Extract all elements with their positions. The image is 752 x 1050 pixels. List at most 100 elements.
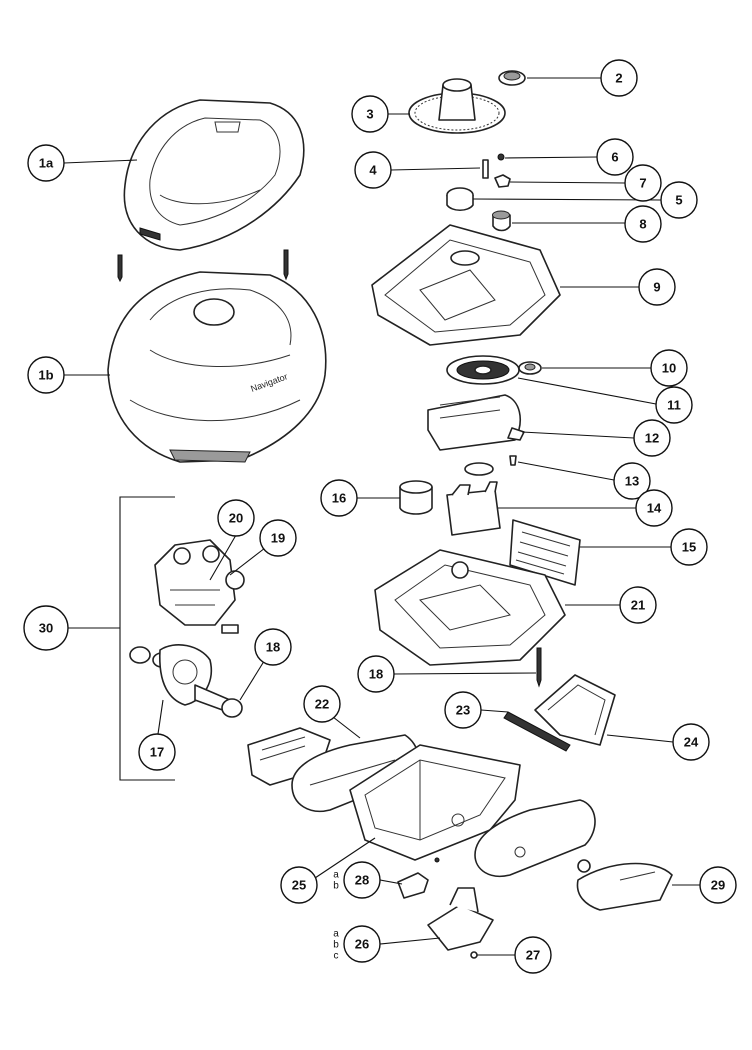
drive-gear-part xyxy=(408,78,506,134)
callout-19: 19 xyxy=(259,519,297,557)
top-cover-part xyxy=(123,99,305,251)
callout-18-lower-label: 18 xyxy=(369,667,383,682)
callout-7-label: 7 xyxy=(639,176,646,191)
callout-22-label: 22 xyxy=(315,697,329,712)
motor-mount-part xyxy=(446,481,501,536)
callout-26: 26 xyxy=(343,925,381,963)
callout-14-label: 14 xyxy=(647,501,662,516)
nut-part xyxy=(494,174,511,188)
callout-19-label: 19 xyxy=(271,531,285,546)
small-screw-27-part xyxy=(470,951,478,959)
callout-23: 23 xyxy=(444,691,482,729)
callout-3: 3 xyxy=(351,95,389,133)
callout-4: 4 xyxy=(354,151,392,189)
callout-18-upper-label: 18 xyxy=(266,640,280,655)
callout-23-label: 23 xyxy=(456,703,470,718)
callout-27: 27 xyxy=(514,936,552,974)
callout-2-label: 2 xyxy=(615,71,622,86)
assembly-30-bracket xyxy=(68,496,175,781)
cover-screw-left xyxy=(117,254,123,283)
callout-5-label: 5 xyxy=(675,193,682,208)
callout-17: 17 xyxy=(138,733,176,771)
leader-lines xyxy=(63,77,700,956)
screw-13-part xyxy=(509,455,517,466)
side-pod-right-part xyxy=(576,859,673,911)
callout-13-label: 13 xyxy=(625,474,639,489)
callout-20: 20 xyxy=(217,499,255,537)
variant-26-a: a xyxy=(333,929,339,940)
callout-6-label: 6 xyxy=(611,150,618,165)
gear-box-cover-part xyxy=(371,224,561,346)
axle-pin-part xyxy=(503,711,571,752)
side-panel-right-part xyxy=(474,799,596,877)
filter-screen-part xyxy=(509,519,581,586)
callout-30-label: 30 xyxy=(39,621,53,636)
callout-1a: 1a xyxy=(27,144,65,182)
callout-7: 7 xyxy=(624,164,662,202)
callout-28-label: 28 xyxy=(355,873,369,888)
gasket-dot-part xyxy=(434,857,440,863)
main-body-part: Navigator xyxy=(107,271,327,463)
variant-26-c: c xyxy=(334,951,339,962)
callout-13: 13 xyxy=(613,462,651,500)
impeller-part xyxy=(446,355,520,385)
callout-20-label: 20 xyxy=(229,511,243,526)
long-screw-part xyxy=(536,647,542,688)
callout-6: 6 xyxy=(596,138,634,176)
callout-14: 14 xyxy=(635,489,673,527)
callout-9: 9 xyxy=(638,268,676,306)
callout-29-label: 29 xyxy=(711,878,725,893)
callout-21: 21 xyxy=(619,586,657,624)
callout-5: 5 xyxy=(660,181,698,219)
callout-16-label: 16 xyxy=(332,491,346,506)
callout-15: 15 xyxy=(670,528,708,566)
variant-28-b: b xyxy=(333,881,339,892)
turbine-cover-part xyxy=(427,394,525,451)
callout-9-label: 9 xyxy=(653,280,660,295)
small-gear-part xyxy=(498,70,526,86)
callout-26-label: 26 xyxy=(355,937,369,952)
flap-part xyxy=(534,674,616,746)
callout-1b: 1b xyxy=(27,356,65,394)
callout-10: 10 xyxy=(650,349,688,387)
callout-11-label: 11 xyxy=(667,398,681,413)
motor-cylinder-part xyxy=(399,480,433,515)
callout-3-label: 3 xyxy=(366,107,373,122)
swivel-cam-part xyxy=(154,539,245,634)
callout-1a-label: 1a xyxy=(39,156,54,171)
callout-15-label: 15 xyxy=(682,540,696,555)
callout-8-label: 8 xyxy=(639,217,646,232)
pin-part xyxy=(482,159,489,179)
hose-adapter-part xyxy=(427,887,494,951)
callout-25-label: 25 xyxy=(292,878,306,893)
callout-8: 8 xyxy=(624,205,662,243)
callout-12-label: 12 xyxy=(645,431,659,446)
callout-2: 2 xyxy=(600,59,638,97)
variant-26-b: b xyxy=(333,940,339,951)
small-bushing-part xyxy=(492,210,511,232)
variants-26: a b c xyxy=(333,929,339,962)
callout-4-label: 4 xyxy=(369,163,377,178)
callout-10-label: 10 xyxy=(662,361,676,376)
callout-21-label: 21 xyxy=(631,598,645,613)
callout-16: 16 xyxy=(320,479,358,517)
callout-18-upper: 18 xyxy=(254,628,292,666)
callout-18-lower: 18 xyxy=(357,655,395,693)
callout-27-label: 27 xyxy=(526,948,540,963)
latch-part xyxy=(397,872,429,899)
variant-28-a: a xyxy=(333,870,339,881)
bushing-part xyxy=(446,187,474,212)
callout-1b-label: 1b xyxy=(38,368,53,383)
small-spring-part xyxy=(497,153,505,161)
chassis-part xyxy=(349,744,521,861)
callout-12: 12 xyxy=(633,419,671,457)
callout-24-label: 24 xyxy=(684,735,699,750)
cover-screw-right xyxy=(283,249,289,281)
turbine-housing-part xyxy=(129,644,243,718)
callout-28: 28 xyxy=(343,861,381,899)
callout-29: 29 xyxy=(699,866,737,904)
callout-17-label: 17 xyxy=(150,745,164,760)
o-ring-part xyxy=(464,462,494,476)
lower-housing-part xyxy=(374,549,566,666)
